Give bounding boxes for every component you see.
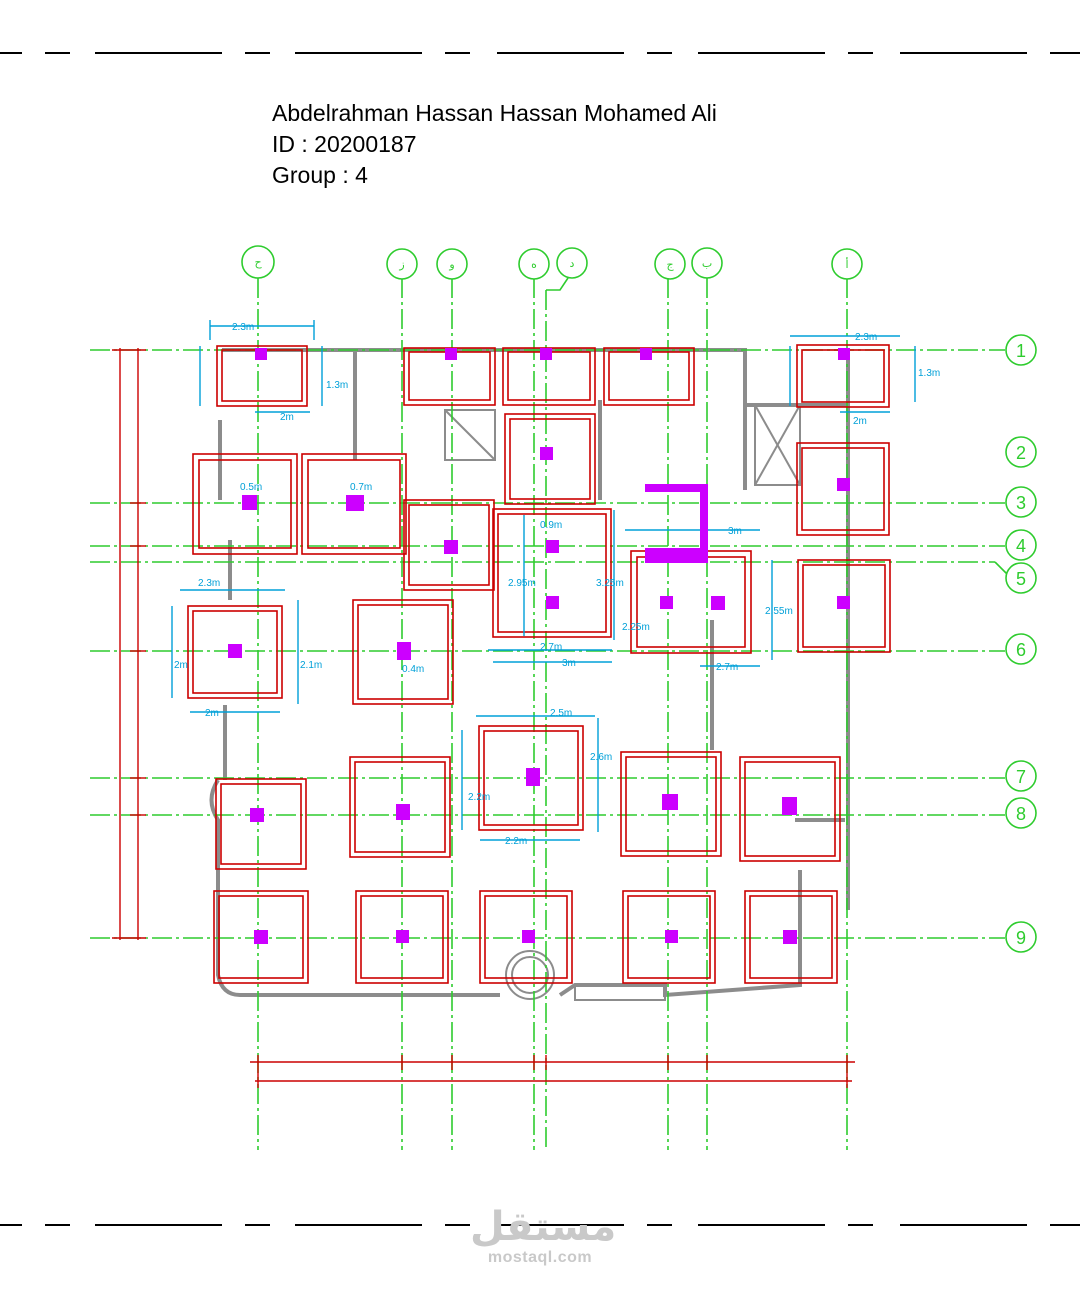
grid-bubble-d — [556, 247, 588, 279]
building-walls — [209, 348, 850, 998]
grid-label-1: 1 — [1016, 341, 1026, 361]
dim-small2: 0.7m — [350, 482, 372, 493]
student-id: ID : 20200187 — [272, 131, 417, 157]
grid-label-4: 4 — [1016, 536, 1026, 556]
dim-right-core-h2: 2.25m — [622, 622, 650, 633]
watermark-logo: مستقل — [470, 1204, 617, 1250]
dim-left-width: 2.3m — [198, 578, 220, 589]
overall-dimensions — [112, 348, 855, 1088]
grid-bubble-a — [831, 248, 863, 280]
watermark-url: mostaql.com — [487, 1249, 593, 1266]
grid-label-v8: أ — [845, 257, 848, 271]
grid-label-2: 2 — [1016, 443, 1026, 463]
grid-bubble-z — [386, 248, 418, 280]
grid-label-v4: ه — [531, 258, 537, 271]
dim-right-core-bottom: 2.7m — [716, 662, 738, 673]
dim-f1-width: 2.3m — [232, 322, 254, 333]
footing-dimensions — [171, 320, 916, 841]
dim-mid-bottom: 2.2m — [505, 836, 527, 847]
grid-bubble-j — [654, 248, 686, 280]
dim-small4: 0.9m — [540, 520, 562, 531]
title-block: Abdelrahman Hassan Hassan Mohamed Ali ID… — [272, 98, 717, 191]
dim-small3: 0.4m — [402, 664, 424, 675]
dim-f2-side: 1.3m — [918, 368, 940, 379]
dim-small1: 0.5m — [240, 482, 262, 493]
grid-label-v5: د — [570, 257, 575, 270]
grid-label-3: 3 — [1016, 493, 1026, 513]
grid-label-v2: ز — [398, 258, 404, 271]
grid-bubbles-horizontal — [1005, 334, 1037, 953]
columns — [228, 348, 850, 944]
grid-label-8: 8 — [1016, 804, 1026, 824]
grid-bubble-labels-vertical: ح ز و ه د ج ب أ — [254, 256, 848, 271]
footing-dimension-labels: 2.3m 2m 1.3m 2.3m 2m 1.3m 2.3m 2m 2m 2.1… — [174, 322, 940, 847]
grid-label-v7: ب — [702, 257, 712, 270]
dim-mid-left: 2.2m — [468, 792, 490, 803]
grid-bubble-ha — [518, 248, 550, 280]
grid-label-v6: ج — [666, 258, 674, 271]
grid-label-5: 5 — [1016, 569, 1026, 589]
dim-mid-top: 2.5m — [550, 708, 572, 719]
dim-left-side: 2m — [174, 660, 188, 671]
dim-f1-side: 1.3m — [326, 380, 348, 391]
grid-bubble-b — [691, 247, 723, 279]
grid-label-7: 7 — [1016, 767, 1026, 787]
stair-core — [444, 404, 801, 1001]
grid-bubble-w — [436, 248, 468, 280]
grid-bubble-h — [241, 245, 275, 279]
student-name: Abdelrahman Hassan Hassan Mohamed Ali — [272, 100, 717, 126]
dim-core-h2: 3.25m — [596, 578, 624, 589]
grid-label-9: 9 — [1016, 928, 1026, 948]
dim-left-bottom: 2m — [205, 708, 219, 719]
grid-label-6: 6 — [1016, 640, 1026, 660]
watermark: مستقل mostaql.com — [470, 1204, 617, 1267]
dim-f2-width: 2.3m — [855, 332, 877, 343]
dim-right-core-top: 3m — [728, 526, 742, 537]
grid-label-v3: و — [448, 258, 454, 271]
dim-right-core-h: 2.55m — [765, 606, 793, 617]
dim-f2-bottom: 2m — [853, 416, 867, 427]
dim-core-width: 2.7m — [540, 642, 562, 653]
group-number: Group : 4 — [272, 162, 368, 188]
shear-wall-core — [645, 484, 708, 563]
grid-bubbles-vertical — [241, 245, 863, 280]
grid-lines-vertical — [257, 278, 848, 1150]
grid-bubble-labels-horizontal: 1 2 3 4 5 6 7 8 9 — [1016, 341, 1026, 948]
dim-left-side2: 2.1m — [300, 660, 322, 671]
dim-core-h1: 2.95m — [508, 578, 536, 589]
dim-f1-bottom: 2m — [280, 412, 294, 423]
footings — [187, 344, 891, 984]
grid-label-v1: ح — [254, 256, 262, 269]
dim-core-total: 3m — [562, 658, 576, 669]
dim-mid-side: 2.6m — [590, 752, 612, 763]
